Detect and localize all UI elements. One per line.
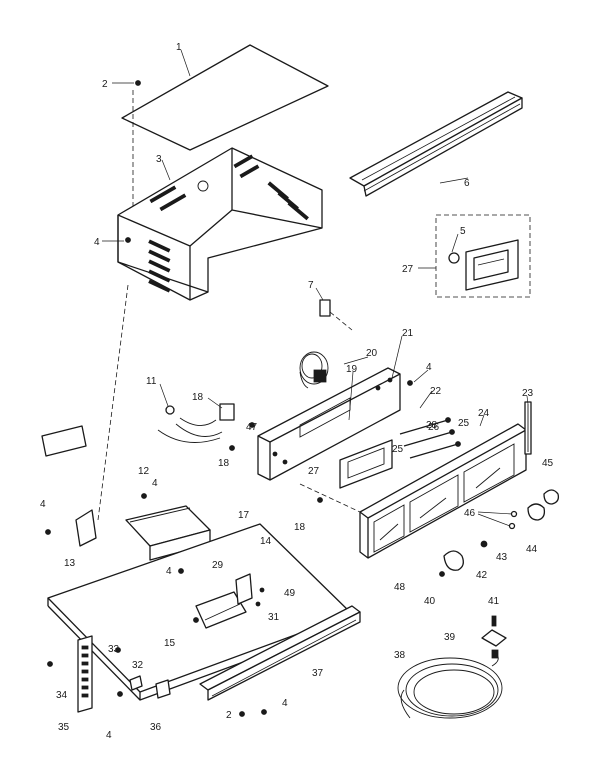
callout-4: 4 <box>282 698 288 709</box>
callout-40: 40 <box>424 596 436 607</box>
callout-6: 6 <box>464 178 470 189</box>
callout-11: 11 <box>146 376 157 387</box>
cabinet-wrapper <box>97 147 323 521</box>
callout-47: 47 <box>246 422 258 433</box>
front-rail <box>199 605 361 701</box>
callout-31: 31 <box>268 612 280 623</box>
temperature-sensor <box>157 403 255 451</box>
callout-27: 27 <box>402 264 414 275</box>
callout-42: 42 <box>476 570 488 581</box>
callout-25: 25 <box>458 418 470 429</box>
callout-26: 26 <box>428 422 440 433</box>
callout-34: 34 <box>56 690 68 701</box>
callout-4: 4 <box>94 237 100 248</box>
callout-32: 32 <box>132 660 144 671</box>
callout-1: 1 <box>176 42 182 53</box>
callout-leaders <box>102 49 529 427</box>
control-knobs <box>443 489 560 571</box>
power-cord <box>397 649 503 719</box>
callout-18: 18 <box>192 392 204 403</box>
callout-48: 48 <box>394 582 406 593</box>
callout-4: 4 <box>166 566 172 577</box>
callout-29: 29 <box>212 560 224 571</box>
control-fascia <box>359 423 527 559</box>
callout-38: 38 <box>394 650 406 661</box>
callout-13: 13 <box>64 558 76 569</box>
selector-switch <box>339 439 393 489</box>
callout-43: 43 <box>496 552 508 563</box>
callout-20: 20 <box>366 348 378 359</box>
callout-23: 23 <box>522 388 534 399</box>
indicator-rod <box>524 401 532 455</box>
callout-41: 41 <box>488 596 500 607</box>
trim-strip <box>349 91 523 197</box>
callout-4: 4 <box>152 478 158 489</box>
callout-labels: 1 2 2 3 4 4 4 4 4 4 4 5 6 7 11 12 13 14 … <box>40 42 554 741</box>
callout-46: 46 <box>464 508 476 519</box>
callout-35: 35 <box>58 722 70 733</box>
knob-shafts <box>299 417 461 513</box>
callout-49: 49 <box>284 588 296 599</box>
small-brackets <box>129 675 171 699</box>
callout-14: 14 <box>260 536 272 547</box>
strain-relief <box>481 615 507 647</box>
callout-18: 18 <box>218 458 230 469</box>
callout-27: 27 <box>308 466 320 477</box>
callout-19: 19 <box>346 364 358 375</box>
callout-44: 44 <box>526 544 538 555</box>
callout-7: 7 <box>308 280 314 291</box>
wire-harness-coil <box>299 351 329 389</box>
screws <box>45 80 445 717</box>
callout-18: 18 <box>294 522 306 533</box>
air-duct-baffle <box>125 505 211 561</box>
inset-detail-box <box>435 214 531 298</box>
callout-21: 21 <box>402 328 414 339</box>
terminal-block <box>77 635 93 713</box>
control-panel-bracket <box>257 367 401 481</box>
callout-22: 22 <box>430 386 442 397</box>
base-pan <box>47 523 353 701</box>
callout-37: 37 <box>312 668 324 679</box>
callout-4: 4 <box>40 499 46 510</box>
callout-12: 12 <box>138 466 150 477</box>
side-bracket <box>75 509 97 547</box>
callout-4: 4 <box>426 362 432 373</box>
callout-36: 36 <box>150 722 162 733</box>
callout-24: 24 <box>478 408 490 419</box>
callout-2: 2 <box>226 710 232 721</box>
callout-15: 15 <box>164 638 176 649</box>
callout-25: 25 <box>392 444 404 455</box>
callout-45: 45 <box>542 458 554 469</box>
label-plate <box>41 425 87 457</box>
callout-5: 5 <box>460 226 466 237</box>
callout-28: 28 <box>426 420 438 431</box>
callout-3: 3 <box>156 154 162 165</box>
callout-4: 4 <box>106 730 112 741</box>
callout-17: 17 <box>238 510 250 521</box>
wire-clip <box>319 299 353 331</box>
callout-2: 2 <box>102 79 108 90</box>
callout-39: 39 <box>444 632 456 643</box>
top-panel <box>121 44 329 215</box>
callout-33: 33 <box>108 644 120 655</box>
